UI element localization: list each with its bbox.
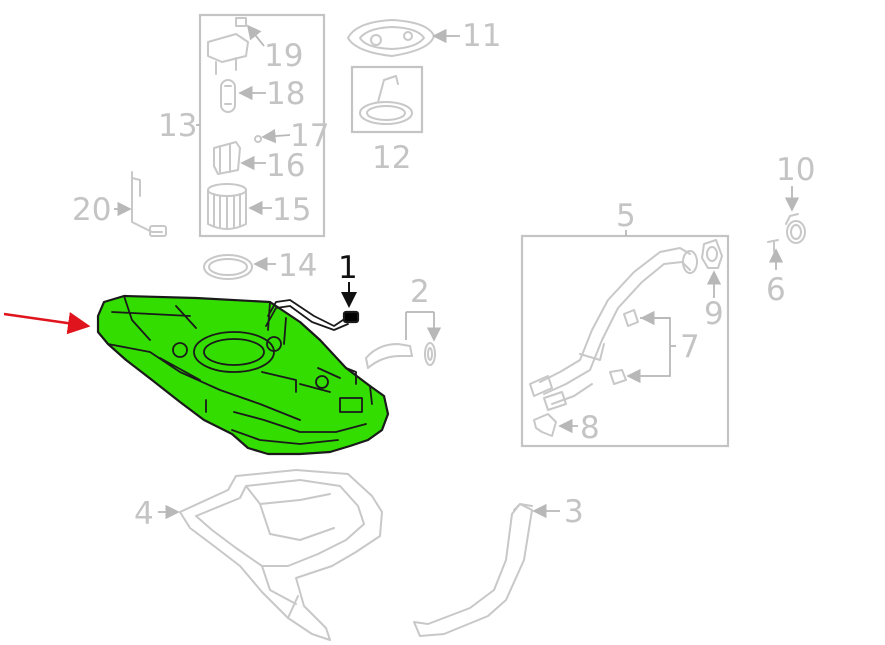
callout-16[interactable]: 16: [266, 148, 305, 184]
leader-19: [246, 24, 265, 47]
callout-14[interactable]: 14: [278, 248, 317, 284]
part-18-filter[interactable]: [220, 79, 236, 113]
part-8-bracket[interactable]: [533, 413, 557, 437]
callout-9[interactable]: 9: [704, 296, 724, 332]
callout-17[interactable]: 17: [290, 118, 329, 154]
part-9-gasket[interactable]: [701, 239, 723, 269]
callout-13[interactable]: 13: [158, 108, 197, 144]
tank-port-rear: [315, 375, 329, 389]
group-box-12: [350, 65, 424, 134]
part-4-heat-shield[interactable]: [179, 469, 383, 641]
tank-pump-opening: [193, 331, 275, 373]
part-3-tank-strap[interactable]: [413, 503, 533, 637]
callout-11[interactable]: 11: [462, 18, 501, 54]
callout-18[interactable]: 18: [266, 76, 305, 112]
callout-6[interactable]: 6: [766, 272, 786, 308]
part-17-pin[interactable]: [254, 135, 262, 143]
tank-bracket: [339, 397, 363, 413]
part-2-filler-hose[interactable]: [365, 342, 436, 369]
callout-4[interactable]: 4: [134, 496, 154, 532]
part-11-cover-plate[interactable]: [347, 19, 435, 57]
leader-2: [405, 311, 434, 340]
callout-7[interactable]: 7: [680, 329, 700, 365]
callout-1[interactable]: 1: [338, 250, 358, 286]
callout-19[interactable]: 19: [264, 38, 303, 74]
part-15-canister[interactable]: [207, 183, 247, 230]
part-5-filler-neck[interactable]: [529, 247, 698, 411]
part-12-lock-ring[interactable]: [359, 75, 413, 125]
part-7-clamps[interactable]: [609, 309, 639, 385]
part-1-fuel-tank[interactable]: [96, 294, 390, 456]
callout-2[interactable]: 2: [410, 274, 430, 310]
callout-8[interactable]: 8: [580, 410, 600, 446]
tank-vent-connector: [342, 310, 360, 324]
callout-3[interactable]: 3: [564, 494, 584, 530]
tank-port-right: [266, 336, 282, 352]
pointer-arrow: [3, 312, 91, 335]
leader-7: [628, 317, 671, 376]
part-10-fuel-cap[interactable]: [785, 213, 806, 244]
callout-20[interactable]: 20: [72, 192, 111, 228]
callout-5[interactable]: 5: [616, 198, 636, 234]
callout-12[interactable]: 12: [372, 140, 411, 176]
group-box-5: [520, 234, 730, 448]
callout-10[interactable]: 10: [776, 152, 815, 188]
tank-pump-inner-ring: [203, 338, 265, 366]
part-16-pump-motor[interactable]: [213, 141, 241, 175]
tank-vent-hose-inner: [265, 305, 349, 331]
part-14-o-ring[interactable]: [203, 254, 253, 280]
part-20-level-sender[interactable]: [131, 171, 167, 237]
leader-17: [261, 128, 291, 144]
tank-port-left: [172, 342, 188, 358]
callout-15[interactable]: 15: [272, 192, 311, 228]
part-19-pump-cover[interactable]: [207, 17, 249, 75]
